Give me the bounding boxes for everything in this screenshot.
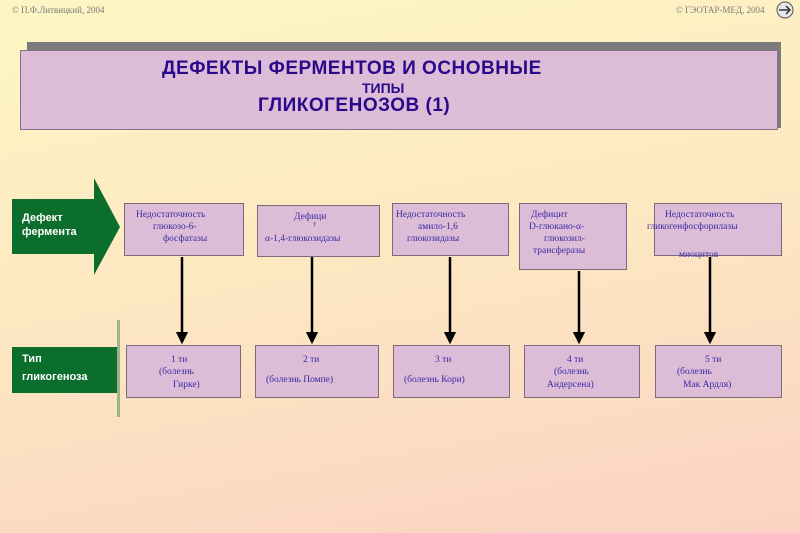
defect-2-line2: α-1,4-глюкозидазы — [265, 234, 341, 244]
type-box-4: 4 ти (болезнь Андерсена) — [524, 345, 640, 398]
title-line-1-continuation: ТИПЫ — [362, 80, 405, 96]
defect-4-line3: глюкозил- — [544, 234, 585, 244]
defect-box-3: Недостаточность амило-1,6 глюкозидазы — [392, 203, 509, 256]
defect-3-line2: амило-1,6 — [418, 222, 458, 232]
type-5-line1: 5 ти — [705, 355, 722, 365]
type-2-line1: 2 ти — [303, 355, 320, 365]
defect-2-line1: Дефици — [294, 212, 327, 222]
defect-1-line1: Недостаточность — [136, 210, 206, 220]
defect-5-line2: гликогенфосфорилазы — [647, 222, 738, 232]
defect-label-line1: Дефект — [22, 212, 63, 224]
copyright-right: © ГЭОТАР-МЕД, 2004 — [676, 5, 765, 15]
type-box-2: 2 ти (болезнь Помпе) — [255, 345, 379, 398]
type-4-line3: Андерсена) — [547, 380, 594, 390]
title-line-1: ДЕФЕКТЫ ФЕРМЕНТОВ И ОСНОВНЫЕ — [162, 58, 542, 79]
type-box-1: 1 ти (болезнь Гирке) — [126, 345, 241, 398]
type-label-arrow — [12, 320, 120, 417]
type-box-5: 5 ти (болезнь Мак Ардля) — [655, 345, 782, 398]
type-5-line2: (болезнь — [677, 367, 712, 377]
copyright-left: © П.Ф.Литвицкий, 2004 — [12, 5, 105, 15]
type-1-line3: Гирке) — [173, 380, 200, 390]
defect-label-arrow — [12, 178, 120, 275]
defect-box-4: Дефицит D-глюкано-α- глюкозил- трансфера… — [519, 203, 627, 270]
type-label-line1: Тип — [22, 353, 42, 365]
type-2-line2: (болезнь Помпе) — [266, 375, 334, 385]
defect-4-line4: трансферазы — [533, 246, 586, 256]
type-4-line2: (болезнь — [554, 367, 589, 377]
type-1-line1: 1 ти — [171, 355, 188, 365]
type-label-line2: гликогеноза — [22, 371, 88, 383]
defect-1-line2: глюкозо-6- — [153, 222, 197, 232]
defect-box-2: Дефици т α-1,4-глюкозидазы — [257, 205, 380, 257]
defect-3-line3: глюкозидазы — [407, 234, 460, 244]
type-box-3: 3 ти (болезнь Кори) — [393, 345, 510, 398]
defect-box-1: Недостаточность глюкозо-6- фосфатазы — [124, 203, 244, 256]
defect-label-line2: фермента — [22, 226, 77, 238]
type-3-line1: 3 ти — [435, 355, 452, 365]
defect-1-line3: фосфатазы — [163, 234, 208, 244]
title-box — [20, 50, 778, 130]
type-3-line2: (болезнь Кори) — [404, 375, 465, 385]
type-5-line3: Мак Ардля) — [683, 380, 732, 390]
defect-2-line1-tail: т — [313, 220, 317, 228]
defect-box-5: Недостаточность гликогенфосфорилазы миоц… — [647, 203, 782, 260]
type-4-line1: 4 ти — [567, 355, 584, 365]
title-line-2: ГЛИКОГЕНОЗОВ (1) — [258, 95, 451, 116]
defect-5-line3: миоцитов — [679, 250, 719, 260]
defect-4-line2: D-глюкано-α- — [529, 222, 585, 232]
type-1-line2: (болезнь — [159, 367, 194, 377]
defect-3-line1: Недостаточность — [396, 210, 466, 220]
defect-4-line1: Дефицит — [531, 210, 568, 220]
defect-5-line1: Недостаточность — [665, 210, 735, 220]
forward-arrow-icon[interactable] — [776, 1, 794, 19]
